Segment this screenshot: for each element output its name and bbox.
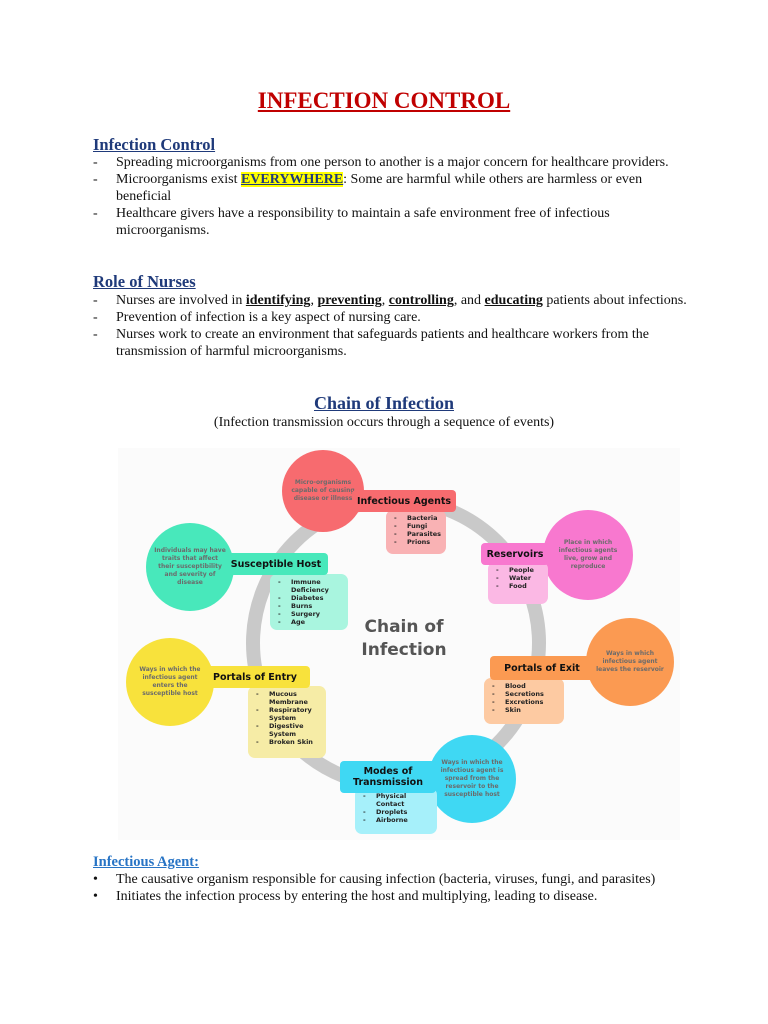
susceptible-host-examples-box: Immune Deficiency Diabetes Burns Surgery… <box>270 574 348 630</box>
portals-of-exit-examples-box: Blood Secretions Excretions Skin <box>484 678 564 724</box>
heading-role-of-nurses: Role of Nurses <box>93 272 196 291</box>
dash-marker: - <box>93 206 98 221</box>
list-item: -Healthcare givers have a responsibility… <box>93 206 610 238</box>
list-item: •The causative organism responsible for … <box>93 872 656 887</box>
list-item: •Initiates the infection process by ente… <box>93 889 598 904</box>
infection-control-list: -Spreading microorganisms from one perso… <box>93 154 693 239</box>
list-item: -Prevention of infection is a key aspect… <box>93 310 421 325</box>
infectious-agent-list: •The causative organism responsible for … <box>93 871 693 905</box>
reservoirs-label: Reservoirs <box>481 543 549 565</box>
reservoirs-examples-box: People Water Food <box>488 562 548 604</box>
chain-subtitle: (Infection transmission occurs through a… <box>213 415 555 430</box>
bullet-marker: • <box>93 889 98 904</box>
keyword-educating: educating <box>484 293 543 308</box>
modes-of-transmission-description-circle: Ways in which the infectious agent is sp… <box>428 735 516 823</box>
infectious-agents-label: Infectious Agents <box>352 490 456 512</box>
list-item: -Nurses work to create an environment th… <box>93 327 649 359</box>
portals-of-entry-description-circle: Ways in which the infectious agent enter… <box>126 638 214 726</box>
susceptible-host-description-circle: Individuals may have traits that affect … <box>146 523 234 611</box>
portals-of-entry-examples-box: Mucous Membrane Respiratory System Diges… <box>248 686 326 758</box>
bullet-marker: • <box>93 872 98 887</box>
infectious-agents-examples-box: Bacteria Fungi Parasites Prions <box>386 510 446 554</box>
document-title: INFECTION CONTROL <box>257 88 511 113</box>
dash-marker: - <box>93 327 98 342</box>
modes-of-transmission-label: Modes of Transmission <box>340 761 436 793</box>
portals-of-exit-description-circle: Ways in which infectious agent leaves th… <box>586 618 674 706</box>
keyword-preventing: preventing <box>317 293 382 308</box>
list-item: -Nurses are involved in identifying, pre… <box>93 293 687 308</box>
dash-marker: - <box>93 172 98 187</box>
heading-infectious-agent: Infectious Agent: <box>93 854 199 870</box>
list-item: -Spreading microorganisms from one perso… <box>93 155 669 170</box>
highlighted-keyword: EVERYWHERE <box>240 172 344 187</box>
dash-marker: - <box>93 155 98 170</box>
dash-marker: - <box>93 310 98 325</box>
portals-of-entry-label: Portals of Entry <box>200 666 310 688</box>
susceptible-host-label: Susceptible Host <box>224 553 328 575</box>
dash-marker: - <box>93 293 98 308</box>
keyword-identifying: identifying <box>245 293 311 308</box>
reservoirs-description-circle: Place in which infectious agents live, g… <box>543 510 633 600</box>
modes-of-transmission-examples-box: Physical Contact Droplets Airborne <box>355 788 437 834</box>
keyword-controlling: controlling <box>388 293 454 308</box>
diagram-center-title: Chain of Infection <box>361 617 447 660</box>
heading-chain-of-infection: Chain of Infection <box>313 393 454 413</box>
portals-of-exit-label: Portals of Exit <box>490 656 594 680</box>
list-item: -Microorganisms exist EVERYWHERE: Some a… <box>93 172 643 204</box>
infectious-agents-description-circle: Micro-organisms capable of causing disea… <box>282 450 364 532</box>
heading-infection-control: Infection Control <box>93 135 216 154</box>
role-of-nurses-list: -Nurses are involved in identifying, pre… <box>93 292 693 360</box>
chain-of-infection-diagram: Chain of Infection Micro-organisms capab… <box>118 448 680 840</box>
